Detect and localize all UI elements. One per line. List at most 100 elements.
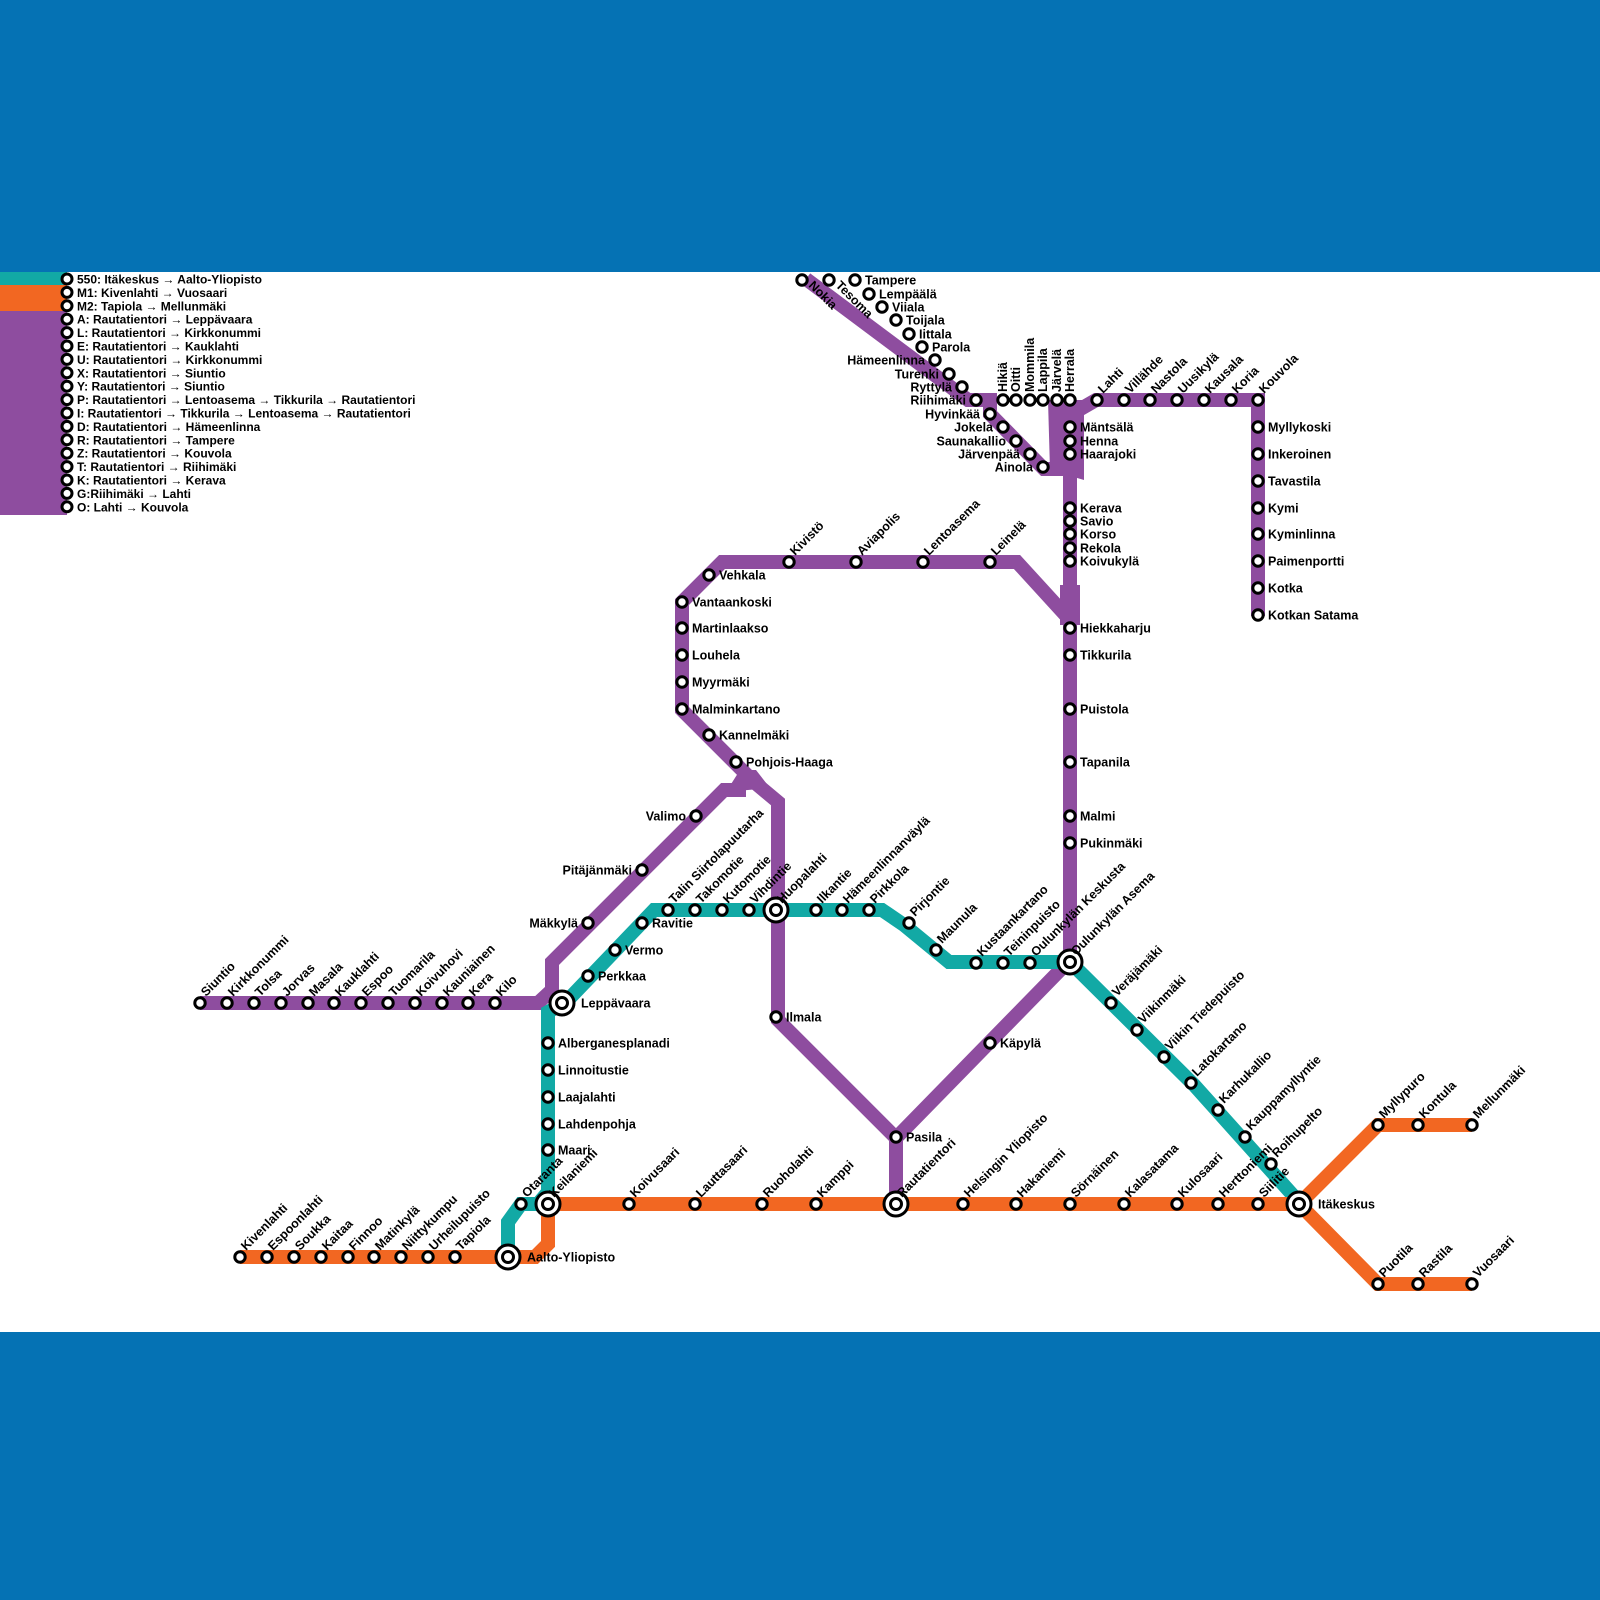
station-viikin-tiedepuisto[interactable] bbox=[1159, 1052, 1169, 1062]
station-viiala[interactable] bbox=[877, 302, 887, 312]
station-malmi[interactable] bbox=[1065, 811, 1075, 821]
station-mellunmaki[interactable] bbox=[1467, 1120, 1477, 1130]
station-saunakallio[interactable] bbox=[1011, 436, 1021, 446]
station-ruoholahti[interactable] bbox=[757, 1199, 767, 1209]
station-riihimaki[interactable] bbox=[971, 395, 981, 405]
station-takomotie[interactable] bbox=[690, 905, 700, 915]
station-tavastila[interactable] bbox=[1253, 476, 1263, 486]
station-siilitie[interactable] bbox=[1253, 1199, 1263, 1209]
station-jarvela[interactable] bbox=[1052, 395, 1062, 405]
station-herrala[interactable] bbox=[1065, 395, 1075, 405]
station-kauppamyllyntie[interactable] bbox=[1240, 1132, 1250, 1142]
station-lahdenpohja[interactable] bbox=[543, 1119, 553, 1129]
station-savio[interactable] bbox=[1065, 516, 1075, 526]
station-ryttyla[interactable] bbox=[957, 382, 967, 392]
station-iittala[interactable] bbox=[904, 329, 914, 339]
station-malminkartano[interactable] bbox=[677, 704, 687, 714]
station-ilmala[interactable] bbox=[771, 1012, 781, 1022]
station-hikila[interactable] bbox=[998, 395, 1008, 405]
station-verajamaki[interactable] bbox=[1106, 998, 1116, 1008]
station-puotila[interactable] bbox=[1373, 1279, 1383, 1289]
station-matinkyla[interactable] bbox=[369, 1252, 379, 1262]
station-niittykumpu[interactable] bbox=[396, 1252, 406, 1262]
station-myyrmaki[interactable] bbox=[677, 677, 687, 687]
station-pukinmaki[interactable] bbox=[1065, 838, 1075, 848]
station-lappila[interactable] bbox=[1038, 395, 1048, 405]
station-linnoitustie[interactable] bbox=[543, 1065, 553, 1075]
station-rekola[interactable] bbox=[1065, 543, 1075, 553]
station-kustaankartano[interactable] bbox=[971, 958, 981, 968]
station-uusikyla[interactable] bbox=[1172, 395, 1182, 405]
station-helsingin-yliopisto[interactable] bbox=[958, 1199, 968, 1209]
station-nastola[interactable] bbox=[1145, 395, 1155, 405]
station-jokela[interactable] bbox=[998, 422, 1008, 432]
station-laajalahti[interactable] bbox=[543, 1092, 553, 1102]
station-roihupelto[interactable] bbox=[1266, 1159, 1276, 1169]
station-vehkala[interactable] bbox=[704, 570, 714, 580]
station-valimo[interactable] bbox=[691, 811, 701, 821]
station-tapiola[interactable] bbox=[450, 1252, 460, 1262]
station-teininpuisto[interactable] bbox=[998, 958, 1008, 968]
station-koivusaari[interactable] bbox=[624, 1199, 634, 1209]
station-kauniainen[interactable] bbox=[437, 998, 447, 1008]
station-kymi[interactable] bbox=[1253, 503, 1263, 513]
station-ilkantie[interactable] bbox=[811, 905, 821, 915]
station-hameenlinna[interactable] bbox=[930, 355, 940, 365]
station-ravitie[interactable] bbox=[637, 918, 647, 928]
station-finnoo[interactable] bbox=[343, 1252, 353, 1262]
station-tapanila[interactable] bbox=[1065, 757, 1075, 767]
station-kutomotie[interactable] bbox=[717, 905, 727, 915]
station-tikkurila[interactable] bbox=[1065, 650, 1075, 660]
station-tesoma[interactable] bbox=[824, 275, 834, 285]
station-paimenportti[interactable] bbox=[1253, 556, 1263, 566]
station-alberga[interactable] bbox=[543, 1038, 553, 1048]
station-koivuhovi[interactable] bbox=[410, 998, 420, 1008]
station-hakaniemi[interactable] bbox=[1011, 1199, 1021, 1209]
station-viikinmaki[interactable] bbox=[1132, 1025, 1142, 1035]
station-korso[interactable] bbox=[1065, 529, 1075, 539]
station-kera[interactable] bbox=[463, 998, 473, 1008]
station-koivukyla[interactable] bbox=[1065, 556, 1075, 566]
station-soukka[interactable] bbox=[289, 1252, 299, 1262]
station-koria[interactable] bbox=[1226, 395, 1236, 405]
station-herttoniemi[interactable] bbox=[1213, 1199, 1223, 1209]
station-tuomarila[interactable] bbox=[383, 998, 393, 1008]
station-tampere[interactable] bbox=[850, 275, 860, 285]
station-toijala[interactable] bbox=[891, 315, 901, 325]
station-maunula[interactable] bbox=[931, 945, 941, 955]
station-hameenlinnanvayla[interactable] bbox=[837, 905, 847, 915]
station-kamppi[interactable] bbox=[811, 1199, 821, 1209]
station-kerava[interactable] bbox=[1065, 503, 1075, 513]
station-pitajanmaki[interactable] bbox=[637, 865, 647, 875]
station-martinlaakso[interactable] bbox=[677, 623, 687, 633]
station-vihdintie[interactable] bbox=[744, 905, 754, 915]
station-vuosaari[interactable] bbox=[1467, 1279, 1477, 1289]
station-kausala[interactable] bbox=[1199, 395, 1209, 405]
station-oulunkylan-keskusta[interactable] bbox=[1025, 958, 1035, 968]
station-kyminlinna[interactable] bbox=[1253, 529, 1263, 539]
station-kouvola[interactable] bbox=[1253, 395, 1263, 405]
station-kauklahti[interactable] bbox=[329, 998, 339, 1008]
station-haarajoki[interactable] bbox=[1065, 449, 1075, 459]
station-lempaala[interactable] bbox=[864, 289, 874, 299]
station-kivenlahti[interactable] bbox=[235, 1252, 245, 1262]
station-maari[interactable] bbox=[543, 1145, 553, 1155]
station-lahti[interactable] bbox=[1092, 395, 1102, 405]
station-siuntio[interactable] bbox=[195, 998, 205, 1008]
station-oitti[interactable] bbox=[1011, 395, 1021, 405]
station-urheilupuisto[interactable] bbox=[423, 1252, 433, 1262]
station-pasila[interactable] bbox=[891, 1132, 901, 1142]
station-hiekkaharju[interactable] bbox=[1065, 623, 1075, 633]
station-espoonlahti[interactable] bbox=[262, 1252, 272, 1262]
station-louhela[interactable] bbox=[677, 650, 687, 660]
station-kaitaa[interactable] bbox=[316, 1252, 326, 1262]
station-otaranta[interactable] bbox=[516, 1199, 526, 1209]
station-mommila[interactable] bbox=[1025, 395, 1035, 405]
station-villahde[interactable] bbox=[1119, 395, 1129, 405]
station-masala[interactable] bbox=[303, 998, 313, 1008]
station-hyvinkaa[interactable] bbox=[985, 409, 995, 419]
station-kontula[interactable] bbox=[1413, 1120, 1423, 1130]
station-leinela[interactable] bbox=[985, 557, 995, 567]
station-makkyla[interactable] bbox=[583, 918, 593, 928]
station-sornainen[interactable] bbox=[1065, 1199, 1075, 1209]
